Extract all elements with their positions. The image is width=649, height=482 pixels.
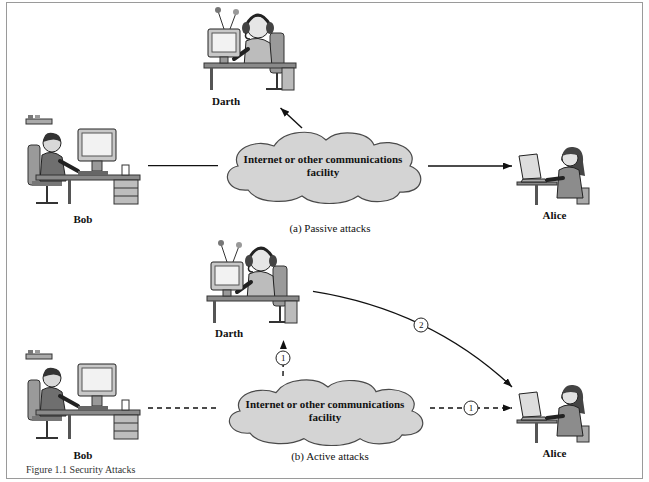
person-name: Darth [212, 95, 240, 108]
connector [281, 108, 303, 128]
callout-number: 1 [276, 351, 291, 366]
callout-number: 1 [464, 400, 479, 415]
darth-figure [207, 240, 299, 323]
cloud-label: Internet or other communications facilit… [243, 153, 403, 179]
frame [7, 3, 643, 479]
connector [313, 291, 512, 387]
connector [428, 165, 512, 166]
cloud-outline [229, 380, 422, 446]
panel-label: (a) Passive attacks [289, 222, 370, 235]
person-name: Bob [74, 449, 93, 462]
cloud-label: Internet or other communications facilit… [245, 398, 405, 424]
alice-figure [517, 147, 589, 205]
darth-figure [204, 7, 296, 90]
person-node: Bob [18, 112, 148, 226]
person-name: Darth [215, 327, 243, 340]
alice-figure [517, 385, 589, 443]
person-node: Bob [18, 345, 148, 462]
cloud-outline [227, 132, 420, 203]
connector [148, 407, 220, 408]
figure-caption: Figure 1.1 Security Attacks [26, 464, 135, 476]
person-node: Darth [192, 4, 310, 108]
person-name: Alice [543, 209, 567, 222]
person-name: Alice [543, 447, 567, 460]
connector [148, 165, 218, 166]
person-node: Alice [512, 374, 597, 460]
callout-number: 2 [414, 317, 429, 332]
panel-label: (b) Active attacks [291, 450, 369, 463]
cloud-node: Internet or other communications facilit… [218, 128, 428, 204]
person-node: Darth [195, 232, 313, 340]
person-node: Alice [512, 135, 597, 222]
cloud-node: Internet or other communications facilit… [220, 376, 430, 446]
bob-figure [26, 115, 140, 204]
bob-figure [26, 350, 140, 439]
person-name: Bob [74, 213, 93, 226]
